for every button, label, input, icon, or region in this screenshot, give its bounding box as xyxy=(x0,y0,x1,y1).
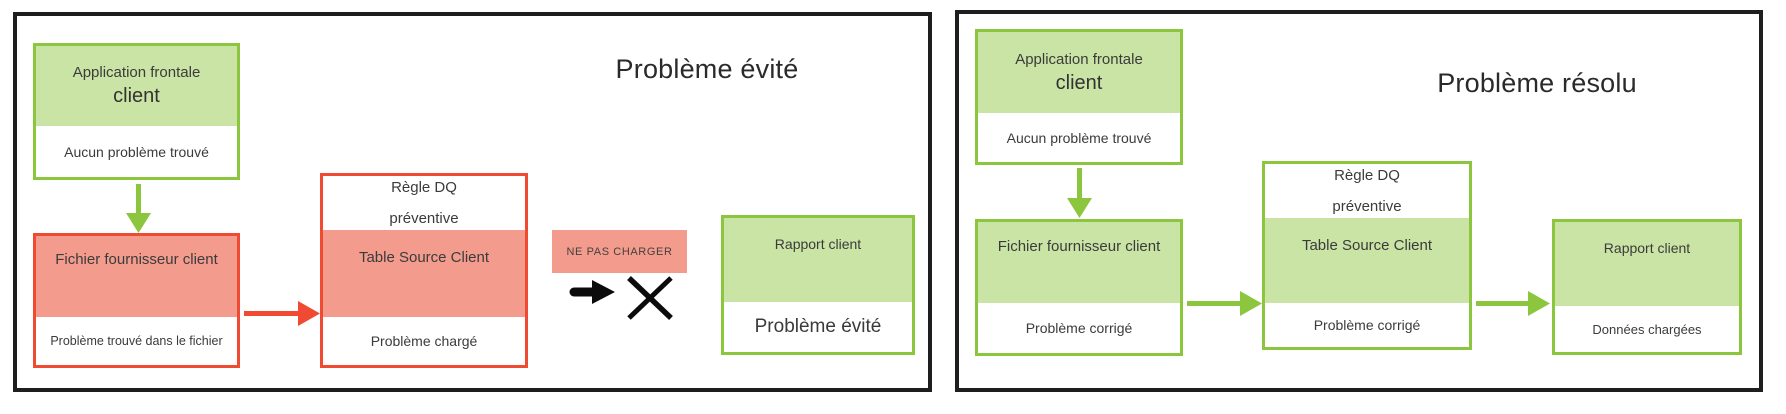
left-app-box-status: Aucun problème trouvé xyxy=(36,126,237,177)
rule-line: Règle DQ xyxy=(391,179,457,196)
left-rule-box-status: Problème chargé xyxy=(323,317,525,365)
status-label: Aucun problème trouvé xyxy=(1006,129,1152,146)
box-title: Table Source Client xyxy=(358,249,490,266)
flow-arrow-down-icon xyxy=(1067,168,1092,218)
left-rule-box-header: Règle DQ préventive xyxy=(323,176,525,230)
flow-arrow-right-icon xyxy=(1476,291,1550,316)
flow-arrow-down-icon xyxy=(126,184,151,233)
rule-line: préventive xyxy=(389,210,459,227)
right-report-box-header: Rapport client xyxy=(1555,222,1739,306)
box-title: Table Source Client xyxy=(1301,237,1433,254)
box-title: Fichier fournisseur client xyxy=(997,238,1161,255)
status-label: Problème chargé xyxy=(370,333,478,349)
right-rule-box-body: Table Source Client xyxy=(1265,218,1469,303)
right-file-box-status: Problème corrigé xyxy=(978,303,1180,353)
right-file-box-header: Fichier fournisseur client xyxy=(978,222,1180,303)
right-rule-box-header: Règle DQ préventive xyxy=(1265,164,1469,218)
left-app-box-header: Application frontale client xyxy=(36,46,237,126)
right-client-report-box: Rapport client Données chargées xyxy=(1552,219,1742,355)
right-supplier-file-box: Fichier fournisseur client Problème corr… xyxy=(975,219,1183,356)
left-app-frontend-box: Application frontale client Aucun problè… xyxy=(33,43,240,180)
box-title: Rapport client xyxy=(774,236,862,252)
left-report-box-header: Rapport client xyxy=(724,218,912,302)
status-label: Problème évité xyxy=(754,316,882,337)
status-label: Problème corrigé xyxy=(1025,320,1133,336)
left-client-report-box: Rapport client Problème évité xyxy=(721,215,915,355)
left-file-box-header: Fichier fournisseur client xyxy=(36,236,237,317)
box-title: client xyxy=(113,85,160,107)
left-panel-title: Problème évité xyxy=(615,54,799,84)
right-app-box-header: Application frontale client xyxy=(978,32,1180,113)
left-rule-box-body: Table Source Client xyxy=(323,230,525,317)
right-panel-title: Problème résolu xyxy=(1437,68,1637,98)
status-label: Problème corrigé xyxy=(1313,317,1421,333)
flow-arrow-right-icon xyxy=(1187,291,1262,316)
status-label: Problème trouvé dans le fichier xyxy=(50,334,223,348)
status-label: Données chargées xyxy=(1592,321,1702,337)
arrow-right-icon xyxy=(569,280,615,304)
left-file-box-status: Problème trouvé dans le fichier xyxy=(36,317,237,365)
rule-line: Règle DQ xyxy=(1334,167,1400,184)
right-app-box-status: Aucun problème trouvé xyxy=(978,113,1180,162)
left-dq-rule-box: Règle DQ préventive Table Source Client … xyxy=(320,173,528,368)
right-report-box-status: Données chargées xyxy=(1555,306,1739,352)
rule-line: préventive xyxy=(1332,198,1402,215)
box-title: client xyxy=(1055,71,1103,94)
box-subtitle: Application frontale xyxy=(72,64,201,81)
right-dq-rule-box: Règle DQ préventive Table Source Client … xyxy=(1262,161,1472,350)
do-not-load-badge: NE PAS CHARGER xyxy=(552,230,687,273)
left-supplier-file-box: Fichier fournisseur client Problème trou… xyxy=(33,233,240,368)
box-subtitle: Application frontale xyxy=(1015,50,1143,68)
left-report-box-status: Problème évité xyxy=(724,302,912,352)
right-app-frontend-box: Application frontale client Aucun problè… xyxy=(975,29,1183,165)
box-title: Rapport client xyxy=(1603,240,1691,256)
flow-arrow-right-icon xyxy=(244,301,320,326)
box-title: Fichier fournisseur client xyxy=(55,251,218,268)
cross-icon xyxy=(627,276,673,320)
right-rule-box-status: Problème corrigé xyxy=(1265,303,1469,347)
status-label: Aucun problème trouvé xyxy=(64,143,209,160)
